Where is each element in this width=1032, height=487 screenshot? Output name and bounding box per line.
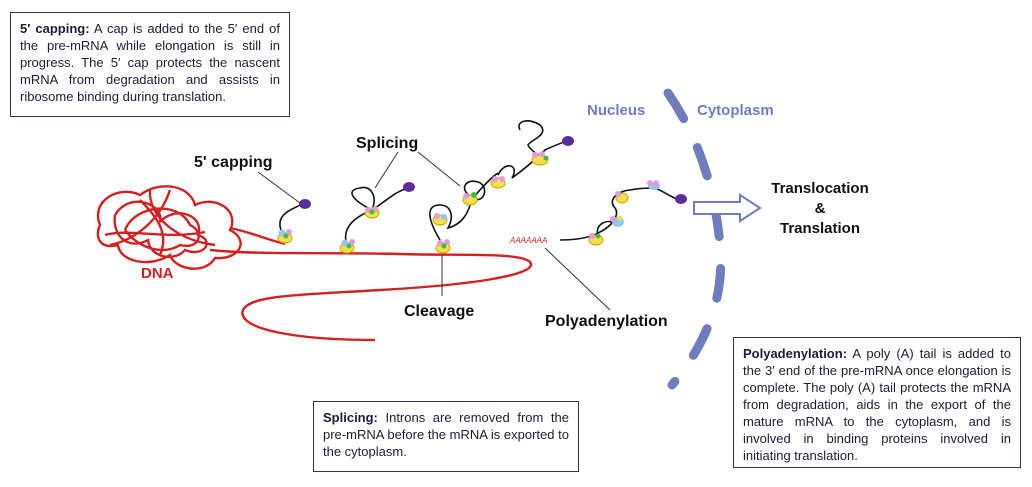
nuclear-envelope: [663, 88, 726, 390]
polyadenylation-label: Polyadenylation: [545, 313, 668, 330]
translocation-ampersand: &: [815, 200, 826, 217]
capping-info-box: 5′ capping: A cap is added to the 5′ end…: [10, 12, 290, 117]
polyadenylation-info-box: Polyadenylation: A poly (A) tail is adde…: [733, 337, 1021, 468]
splicing-info-title: Splicing:: [323, 410, 378, 425]
polymerase-complexes: [277, 151, 660, 254]
dna-coil: [96, 185, 286, 270]
dna-label: DNA: [141, 265, 174, 282]
capping-info-title: 5′ capping:: [20, 21, 90, 36]
polyadenylation-info-text: A poly (A) tail is added to the 3′ end o…: [743, 346, 1011, 463]
translocation-label: Translocation: [771, 180, 869, 197]
cleavage-label: Cleavage: [404, 303, 474, 320]
dna-strand: [209, 248, 533, 342]
splicing-info-text: Introns are removed from the pre-mRNA be…: [323, 410, 569, 459]
five-prime-caps: [299, 136, 687, 209]
polya-tail-label: AAAAAAA: [509, 236, 547, 245]
splicing-info-box: Splicing: Introns are removed from the p…: [313, 401, 579, 472]
capping-label: 5' capping: [194, 154, 272, 171]
cytoplasm-label: Cytoplasm: [697, 102, 774, 119]
translocation-arrow: [693, 193, 762, 223]
translation-label: Translation: [780, 220, 860, 237]
splicing-label: Splicing: [356, 135, 418, 152]
label-pointers: [257, 151, 611, 311]
nucleus-label: Nucleus: [587, 102, 645, 119]
polyadenylation-info-title: Polyadenylation:: [743, 346, 848, 361]
capping-info-text: A cap is added to the 5′ end of the pre-…: [20, 21, 280, 104]
